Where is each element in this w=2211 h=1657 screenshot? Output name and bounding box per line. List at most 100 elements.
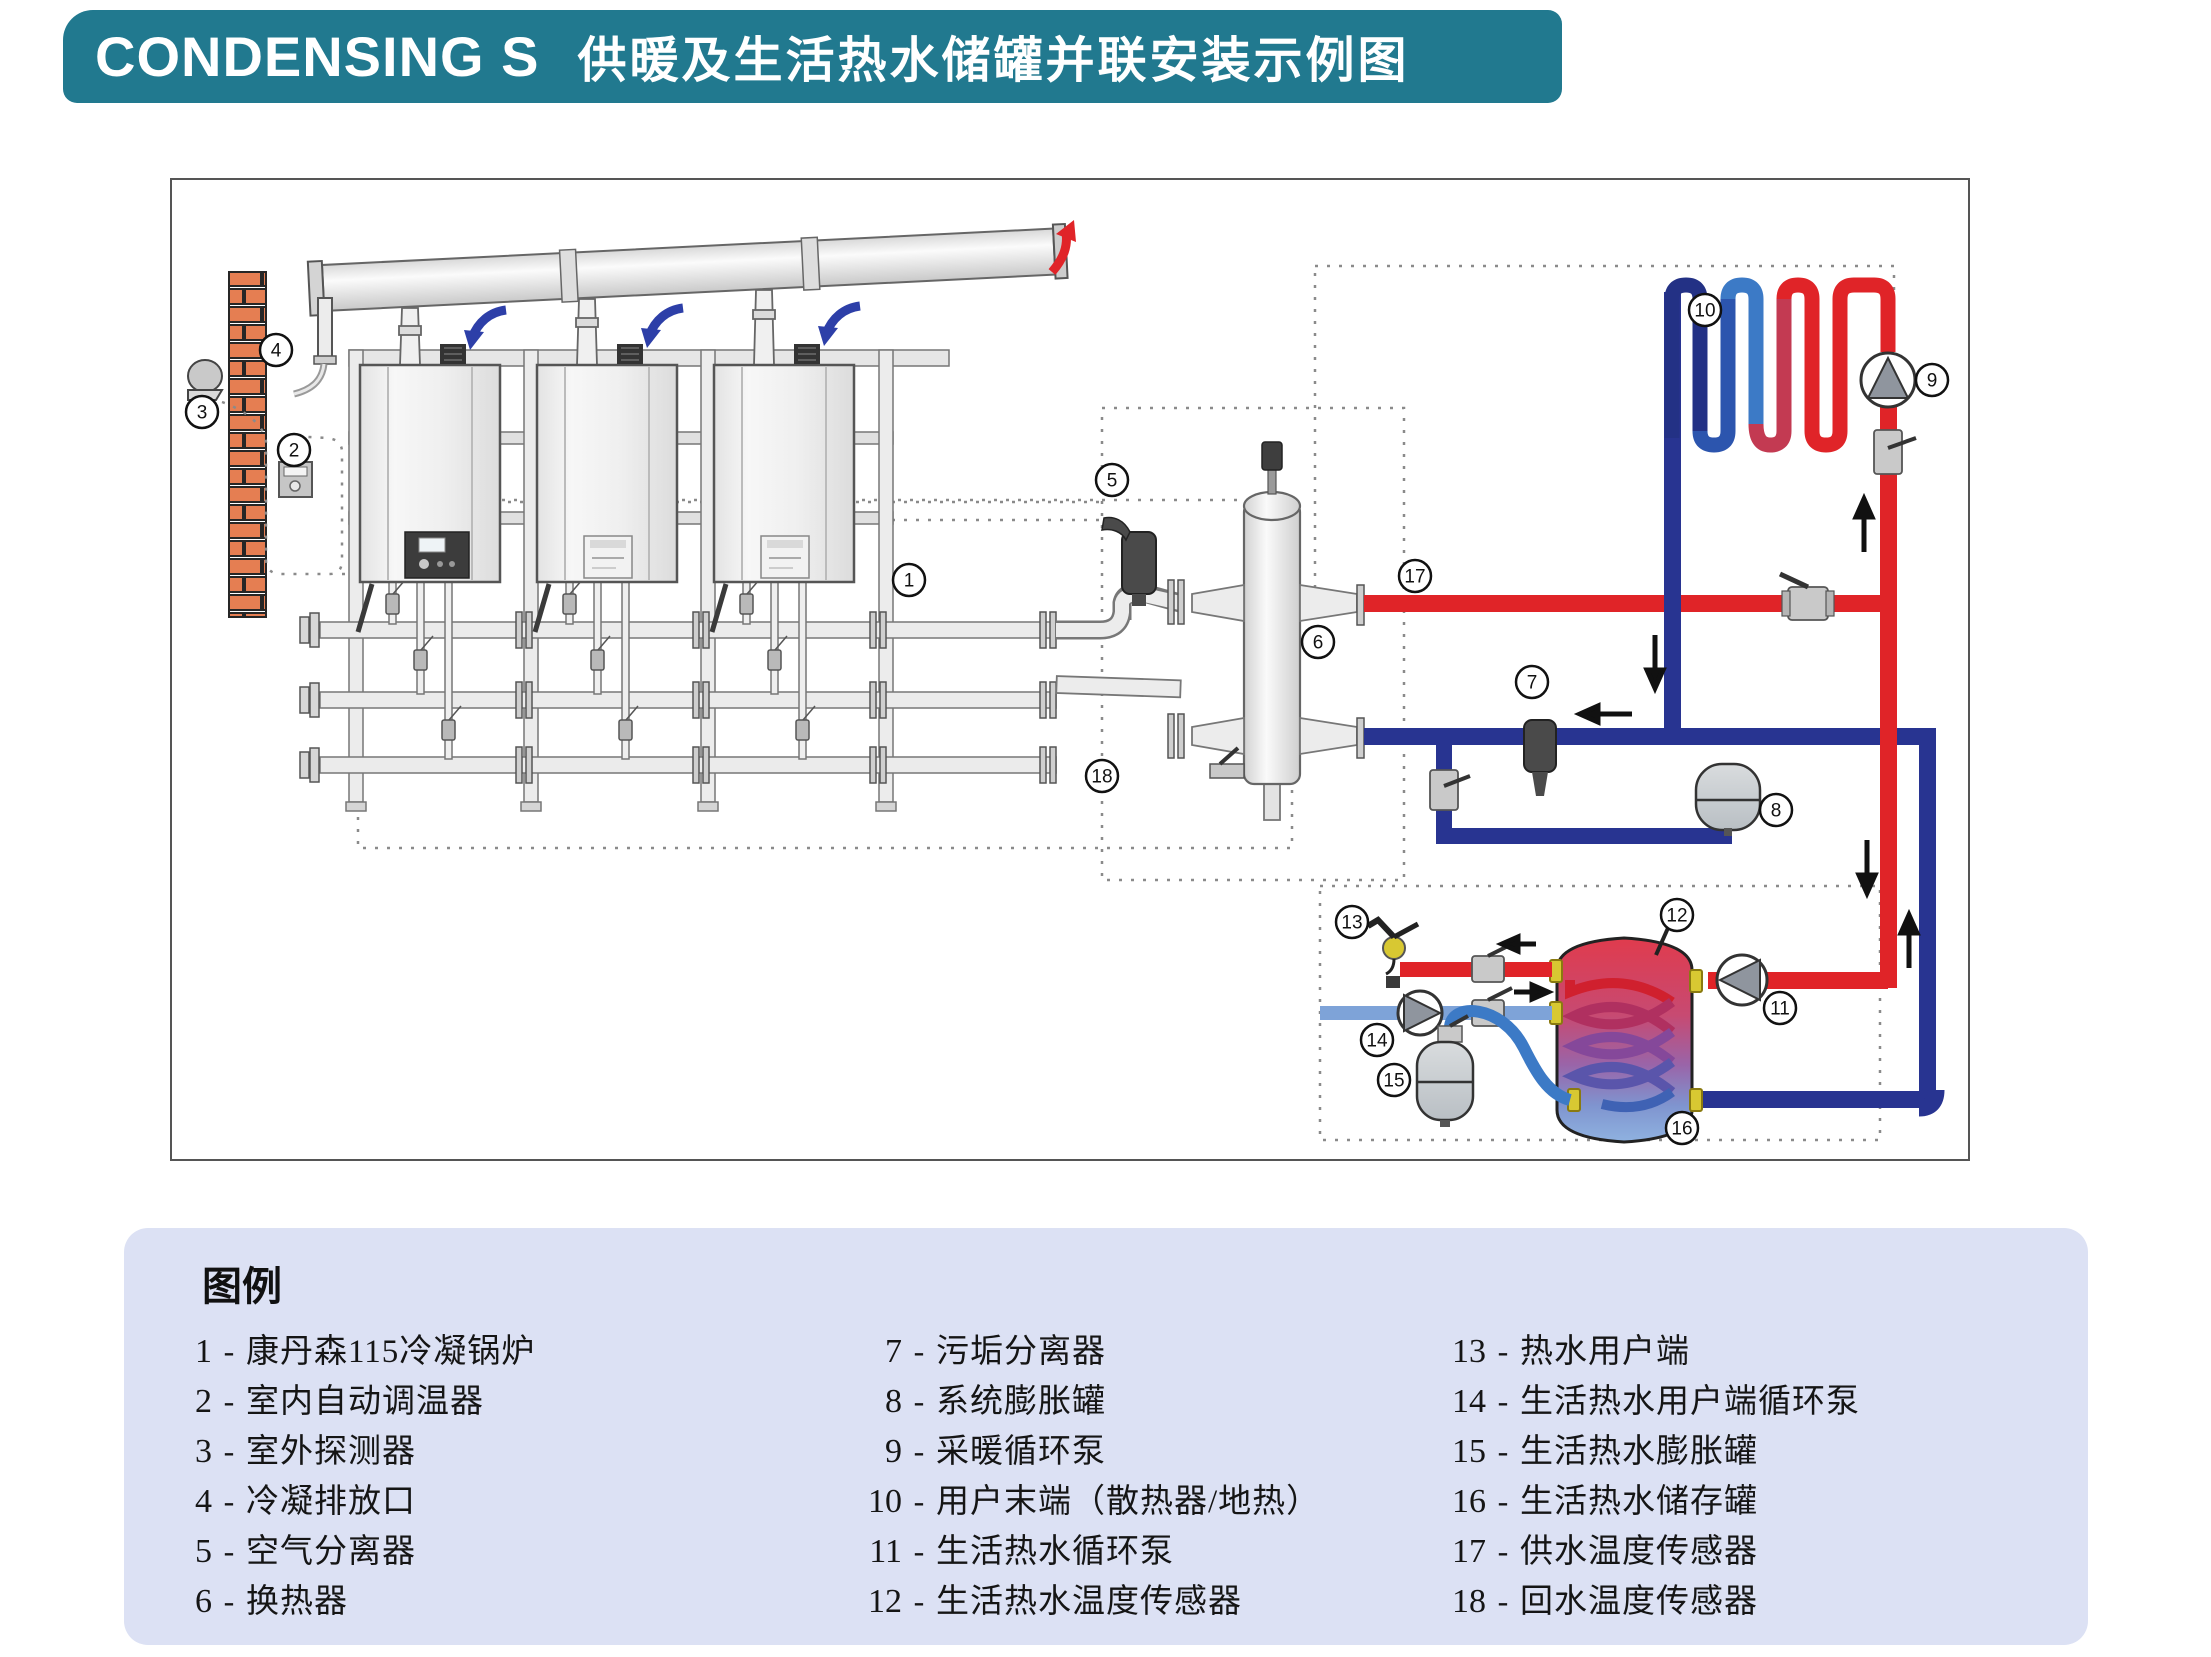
- legend-item-dash: -: [913, 1583, 925, 1619]
- legend-item-17: 17-供水温度传感器: [1424, 1524, 1860, 1574]
- svg-text:3: 3: [197, 403, 208, 424]
- legend-item-13: 13-热水用户端: [1424, 1324, 1860, 1374]
- legend-item-11: 11-生活热水循环泵: [840, 1524, 1320, 1574]
- supply-ball-valve: [1778, 571, 1835, 621]
- legend-item-number: 6: [195, 1583, 212, 1620]
- hot-water-tap: [1366, 916, 1420, 988]
- flue-assembly: [293, 220, 1076, 398]
- air-intake-arrows: [467, 301, 861, 340]
- svg-text:15: 15: [1383, 1071, 1404, 1092]
- condensate-hoses: [355, 583, 729, 633]
- condensate-drain-siphon: [293, 297, 337, 398]
- legend-item-number: 3: [195, 1433, 212, 1470]
- callout-5: 5: [1094, 462, 1130, 498]
- exhaust-arrowhead: [1056, 220, 1076, 242]
- tank-internal-coil: [1562, 978, 1676, 1113]
- legend-item-label: 系统膨胀罐: [936, 1384, 1106, 1420]
- legend-item-dash: -: [1497, 1433, 1509, 1469]
- boiler-1-control-panel: [404, 531, 470, 579]
- legend-item-number: 16: [1452, 1483, 1486, 1520]
- recirc-pump: [1396, 989, 1444, 1037]
- svg-text:7: 7: [1527, 673, 1538, 694]
- legend-item-2: 2-室内自动调温器: [150, 1374, 535, 1424]
- svg-text:12: 12: [1666, 906, 1687, 927]
- legend-item-dash: -: [913, 1383, 925, 1419]
- legend-item-5: 5-空气分离器: [150, 1524, 535, 1574]
- legend-item-dash: -: [913, 1533, 925, 1569]
- heating-pump-group: [1708, 351, 1917, 989]
- legend-item-6: 6-换热器: [150, 1574, 535, 1624]
- svg-text:10: 10: [1694, 301, 1715, 322]
- outdoor-sensor: [187, 359, 224, 401]
- title-bar: CONDENSING S 供暖及生活热水储罐并联安装示例图: [63, 10, 1562, 103]
- brand-logo-text: CONDENSING S: [95, 25, 540, 88]
- legend-item-3: 3-室外探测器: [150, 1424, 535, 1474]
- legend-item-9: 9-采暖循环泵: [840, 1424, 1320, 1474]
- brick-wall: [228, 271, 267, 618]
- dhw-expansion-tank: [1415, 1040, 1475, 1127]
- svg-text:18: 18: [1091, 767, 1112, 788]
- legend-item-10: 10-用户末端（散热器/地热）: [840, 1474, 1320, 1524]
- expansion-pipe-blue: [1444, 1005, 1573, 1106]
- manifold-pipes: [299, 611, 1057, 784]
- supply-pipe: [1364, 595, 1896, 612]
- callout-15: 15: [1376, 1062, 1412, 1098]
- legend-item-number: 18: [1452, 1583, 1486, 1620]
- separator-feed-pipes: [1055, 516, 1185, 759]
- page-title: 供暖及生活热水储罐并联安装示例图: [577, 33, 1410, 88]
- legend-item-number: 12: [868, 1583, 902, 1620]
- tank-temp-sensor: [1654, 927, 1670, 956]
- boiler-connections: [355, 579, 816, 760]
- legend-item-label: 污垢分离器: [936, 1334, 1106, 1370]
- svg-text:4: 4: [271, 341, 282, 362]
- callout-3: 3: [184, 394, 220, 430]
- legend-item-dash: -: [1497, 1383, 1509, 1419]
- heating-pump: [1859, 351, 1917, 409]
- legend-item-number: 15: [1452, 1433, 1486, 1470]
- legend-item-label: 冷凝排放口: [246, 1484, 416, 1520]
- boilers: [358, 344, 856, 584]
- legend-item-14: 14-生活热水用户端循环泵: [1424, 1374, 1860, 1424]
- tank-ports: [1549, 959, 1703, 1112]
- air-intake-arrowheads: [464, 326, 838, 350]
- legend-item-number: 2: [195, 1383, 212, 1420]
- pump-valve: [1873, 429, 1917, 475]
- callout-6: 6: [1300, 624, 1336, 660]
- svg-text:16: 16: [1671, 1119, 1692, 1140]
- flue-risers: [398, 289, 776, 366]
- dhw-supply-descender: [1880, 612, 1897, 988]
- legend-item-8: 8-系统膨胀罐: [840, 1374, 1320, 1424]
- legend-item-dash: -: [913, 1483, 925, 1519]
- legend-item-number: 5: [195, 1533, 212, 1570]
- legend-title: 图例: [202, 1264, 282, 1309]
- legend-item-label: 室外探测器: [246, 1434, 416, 1470]
- dirt-separator: [1523, 719, 1557, 796]
- hot-water-tap-group: [1366, 916, 1552, 988]
- legend-item-12: 12-生活热水温度传感器: [840, 1574, 1320, 1624]
- callout-4: 4: [258, 332, 294, 368]
- svg-text:6: 6: [1313, 633, 1324, 654]
- legend-item-dash: -: [1497, 1483, 1509, 1519]
- legend-item-label: 生活热水用户端循环泵: [1520, 1384, 1860, 1420]
- legend-item-label: 室内自动调温器: [246, 1384, 484, 1420]
- callout-7: 7: [1514, 664, 1550, 700]
- return-straight-pipe: [1055, 675, 1182, 699]
- hydraulic-separator: [1191, 441, 1365, 821]
- boiler-3-control-panel: [760, 535, 810, 579]
- legend-item-1: 1-康丹森115冷凝锅炉: [150, 1324, 535, 1374]
- svg-text:14: 14: [1366, 1031, 1388, 1052]
- callout-13: 13: [1334, 904, 1370, 940]
- legend-item-label: 供水温度传感器: [1520, 1534, 1758, 1570]
- callout-12: 12: [1659, 897, 1695, 933]
- legend-item-dash: -: [223, 1583, 235, 1619]
- legend-item-label: 采暖循环泵: [936, 1434, 1106, 1470]
- room-thermostat: [278, 461, 313, 498]
- boiler-3: [712, 363, 856, 584]
- return-pipe: [1364, 728, 1936, 745]
- legend-item-18: 18-回水温度传感器: [1424, 1574, 1860, 1624]
- red-supply-main: [1364, 571, 1896, 621]
- boiler-2-control-panel: [583, 535, 633, 579]
